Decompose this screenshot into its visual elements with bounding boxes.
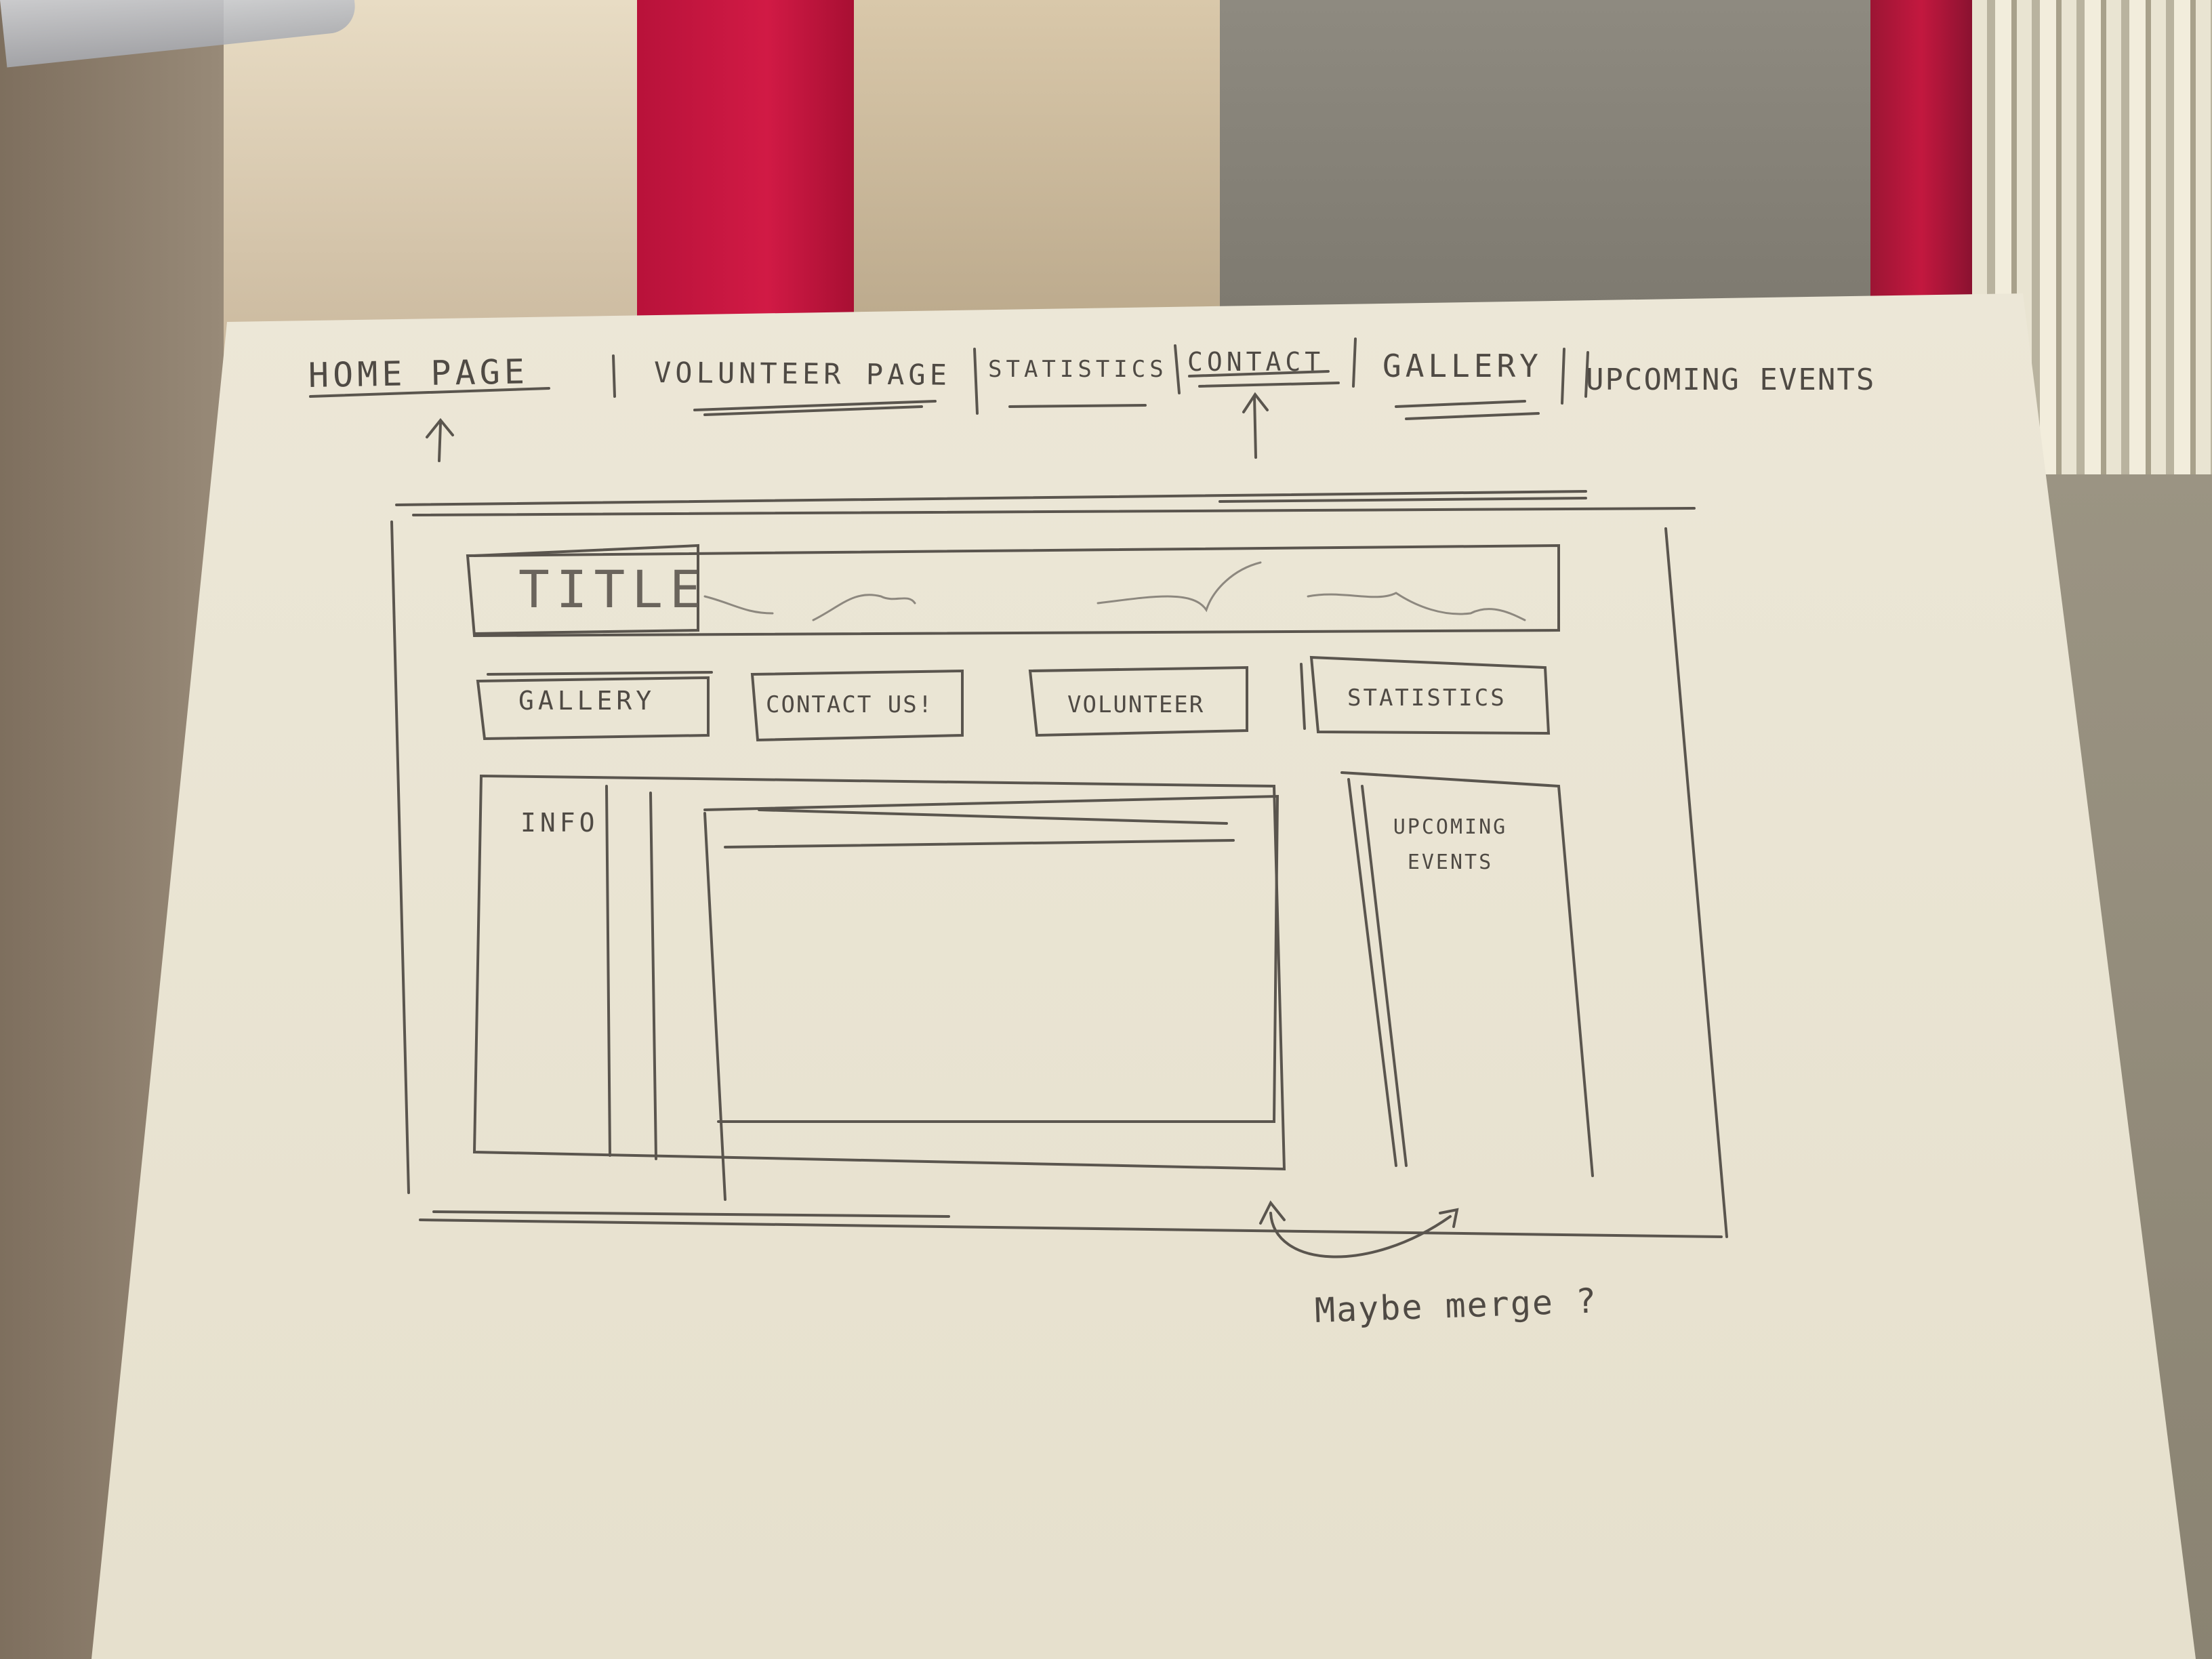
nav-item-upcoming-events: UPCOMING EVENTS [1586, 363, 1876, 397]
wireframe-info-label: INFO [520, 808, 599, 838]
events-panel-box [1340, 771, 1594, 1177]
info-panel-box [472, 774, 1286, 1171]
merge-arrow [1259, 1200, 1459, 1258]
arrow-home [426, 417, 454, 462]
cream-stripe [224, 0, 637, 380]
content-box [703, 794, 1279, 1201]
frame-left [390, 520, 410, 1194]
nav-item-home-page: HOME PAGE [308, 352, 529, 395]
wireframe-statistics-button-label: STATISTICS [1347, 684, 1507, 712]
volunteer-button-box [1028, 665, 1248, 737]
nav-underline-volunteer [693, 400, 937, 416]
header-box [466, 544, 1560, 638]
nav-underline-statistics [1008, 404, 1147, 408]
nav-separator [1174, 344, 1181, 394]
nav-separator [1352, 337, 1357, 388]
wireframe-contact-button-label: CONTACT US! [766, 691, 934, 718]
wireframe-volunteer-button-label: VOLUNTEER [1067, 691, 1205, 718]
contact-button-box [750, 669, 964, 742]
frame-right [1664, 527, 1728, 1238]
info-sidebar-lines [605, 785, 657, 1160]
title-box [473, 544, 699, 635]
nav-underline-home [309, 387, 550, 398]
nav-item-gallery: GALLERY [1382, 348, 1542, 384]
content-lines [724, 808, 1235, 848]
nav-separator [973, 348, 979, 415]
statistics-button-box [1300, 655, 1551, 735]
header-image-sketch [703, 561, 1526, 621]
wireframe-gallery-button-label: GALLERY [518, 686, 656, 716]
nav-separator [612, 354, 616, 398]
nav-item-contact: CONTACT [1187, 347, 1325, 377]
wireframe-title: TITLE [518, 559, 708, 619]
nav-item-volunteer-page: VOLUNTEER PAGE [653, 356, 951, 392]
nav-underline-contact [1188, 370, 1340, 388]
nav-separator [1584, 351, 1589, 398]
arrow-contact [1242, 392, 1269, 459]
frame-top [395, 490, 1696, 516]
nav-separator [1561, 348, 1565, 405]
cream-stripe [854, 0, 1220, 366]
gallery-button-box [476, 671, 713, 741]
nav-underline-gallery [1395, 400, 1540, 420]
red-stripe [637, 0, 854, 352]
frame-bottom [419, 1210, 1723, 1238]
paper-sheet [91, 293, 2196, 1659]
wireframe-events-label: UPCOMING EVENTS [1393, 815, 1508, 874]
nav-item-statistics: STATISTICS [988, 356, 1168, 383]
